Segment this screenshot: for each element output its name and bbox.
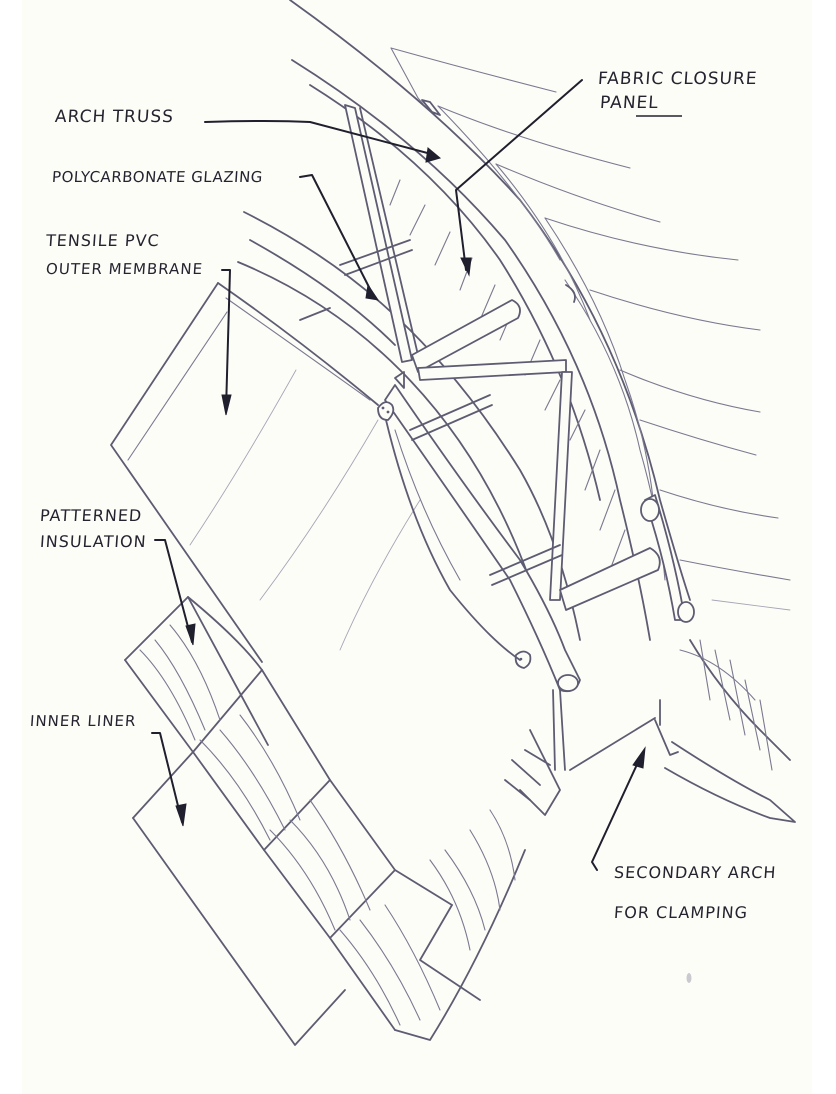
secondary-arch bbox=[504, 639, 796, 823]
label-patterned-insulation-line2: INSULATION bbox=[39, 532, 148, 551]
label-tensile-pvc-line2: OUTER MEMBRANE bbox=[45, 260, 204, 278]
label-polycarbonate-glazing: POLYCARBONATE GLAZING bbox=[51, 168, 264, 186]
label-fabric-closure-panel-line2: PANEL bbox=[599, 93, 660, 113]
truss-struts bbox=[299, 99, 695, 693]
ink-blot bbox=[686, 973, 692, 983]
inner-liner bbox=[132, 751, 346, 1046]
arch-truss bbox=[237, 0, 691, 691]
label-arch-truss: ARCH TRUSS bbox=[54, 107, 175, 127]
label-tensile-pvc-line1: TENSILE PVC bbox=[45, 231, 161, 250]
label-secondary-arch-line1: SECONDARY ARCH bbox=[613, 863, 778, 882]
label-patterned-insulation-line1: PATTERNED bbox=[39, 506, 143, 525]
fabric-closure-panel bbox=[390, 47, 791, 611]
leader-lines bbox=[151, 79, 646, 871]
tensile-pvc-outer-membrane bbox=[110, 282, 521, 663]
sketch-paper bbox=[22, 0, 812, 1094]
label-secondary-arch-line2: FOR CLAMPING bbox=[613, 903, 749, 922]
label-fabric-closure-panel-line1: FABRIC CLOSURE bbox=[597, 69, 759, 89]
patterned-insulation bbox=[124, 596, 526, 1041]
label-inner-liner: INNER LINER bbox=[29, 712, 138, 730]
underline-panel bbox=[636, 115, 682, 117]
